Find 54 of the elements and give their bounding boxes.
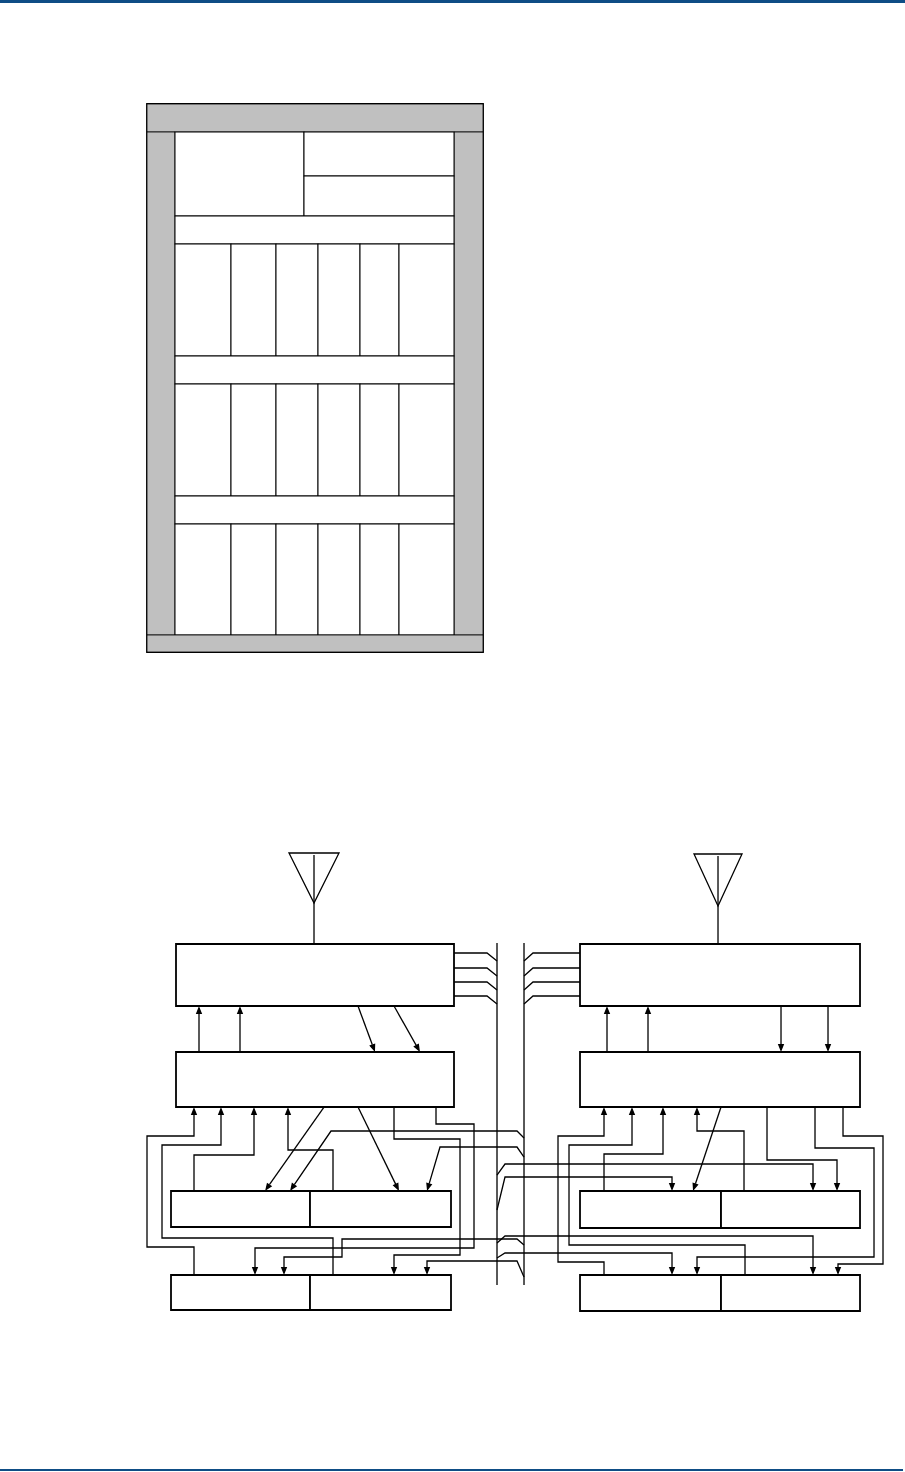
block-box [579,943,861,1007]
card-slot [359,523,400,636]
card-slot [230,243,277,357]
module-box [303,131,455,177]
connector-line [717,905,719,945]
card-slot [317,523,361,636]
arrow [393,1005,420,1052]
card-slot [317,243,361,357]
block-box [175,1051,455,1108]
rack-rail [146,103,484,133]
card-slot [359,383,400,497]
connector-line [523,981,581,991]
block-box [579,1274,722,1312]
arrow [265,1106,325,1191]
card-slot [174,243,232,357]
card-slot [275,523,319,636]
connector-line [313,902,315,945]
card-slot [398,523,455,636]
block-box [579,1190,722,1229]
arrow [290,1130,525,1191]
connector-line [523,995,581,1005]
card-slot [230,523,277,636]
block-box [309,1274,452,1311]
connector-line [523,967,581,977]
shelf-band [174,495,455,525]
card-slot [359,243,400,357]
connector-line [453,981,498,991]
bus-line [523,942,525,1286]
connector-line [453,995,498,1005]
connector-line [453,952,498,962]
bus-line [496,942,498,1286]
card-slot [174,383,232,497]
connector-line [453,967,498,977]
block-box [175,943,455,1007]
rack-rail [146,634,484,653]
card-slot [230,383,277,497]
card-slot [275,243,319,357]
block-box [309,1190,452,1228]
card-slot [174,523,232,636]
module-box [303,175,455,217]
card-slot [275,383,319,497]
block-box [720,1190,861,1229]
module-box [174,131,305,217]
block-box [170,1190,311,1228]
block-box [720,1274,861,1312]
arrow [496,1176,676,1211]
card-slot [398,243,455,357]
shelf-band [174,215,455,245]
shelf-band [174,355,455,385]
connector-line [523,952,581,962]
block-box [170,1274,311,1311]
card-slot [398,383,455,497]
block-box [579,1051,861,1108]
card-slot [317,383,361,497]
